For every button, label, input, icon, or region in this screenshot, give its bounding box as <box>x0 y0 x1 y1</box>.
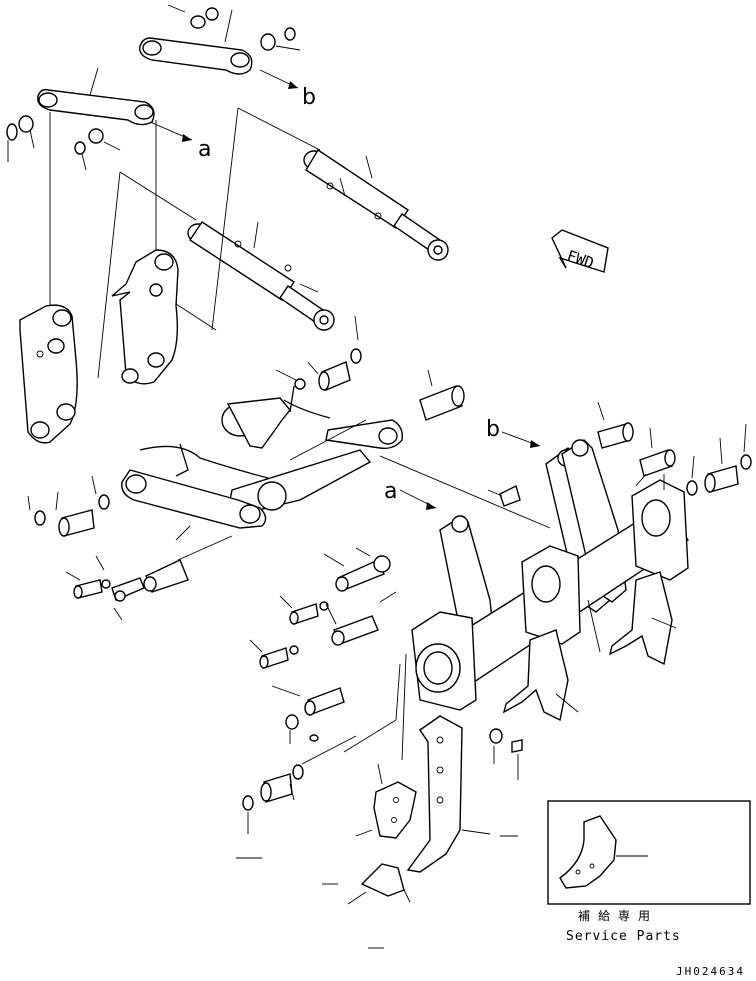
ripper-cross-tube <box>411 479 690 711</box>
service-parts-english: Service Parts <box>566 929 681 944</box>
center-mounting-bracket <box>111 249 179 385</box>
ripper-shank-loose <box>406 715 518 873</box>
lower-link-arm <box>37 67 155 126</box>
callout-a-upper-label: a <box>198 137 211 162</box>
callout-a-upper: a <box>149 121 211 162</box>
left-pins-bushings <box>27 475 110 537</box>
callout-b-upper-label: b <box>302 85 316 110</box>
center-bolts <box>249 547 397 744</box>
lower-link-bushings <box>6 115 121 171</box>
ripper-shank-center <box>502 629 569 722</box>
ripper-frame-beam <box>121 385 403 529</box>
right-top-pin <box>419 369 465 421</box>
leader-lines-misc <box>177 535 677 949</box>
fwd-direction-marker: FWD <box>551 229 609 273</box>
shank-protector <box>355 763 417 839</box>
left-mounting-bracket <box>19 304 78 444</box>
assembly-leader-lines <box>49 107 321 379</box>
upper-hydraulic-cylinder <box>303 149 449 261</box>
callout-b-upper: b <box>259 69 316 110</box>
callout-b-lower: b <box>486 417 541 448</box>
callout-a-lower-label: a <box>384 479 397 504</box>
left-bolts <box>65 525 191 621</box>
callout-a-lower: a <box>289 419 551 529</box>
upper-link-bushings <box>167 4 301 51</box>
drawing-code: JH024634 <box>676 965 745 978</box>
upper-link-arm <box>139 9 253 75</box>
ripper-tip <box>322 863 411 905</box>
ripper-shank-right <box>608 571 673 666</box>
service-parts-japanese: 補給専用 <box>578 909 658 923</box>
lower-right-fittings <box>487 484 523 780</box>
callout-b-lower-label: b <box>486 417 500 442</box>
right-pins-bushings <box>597 401 752 496</box>
lower-hydraulic-cylinder <box>187 221 335 331</box>
lower-left-bushings <box>236 735 357 859</box>
service-parts-box <box>547 800 751 905</box>
center-pins <box>275 315 362 391</box>
